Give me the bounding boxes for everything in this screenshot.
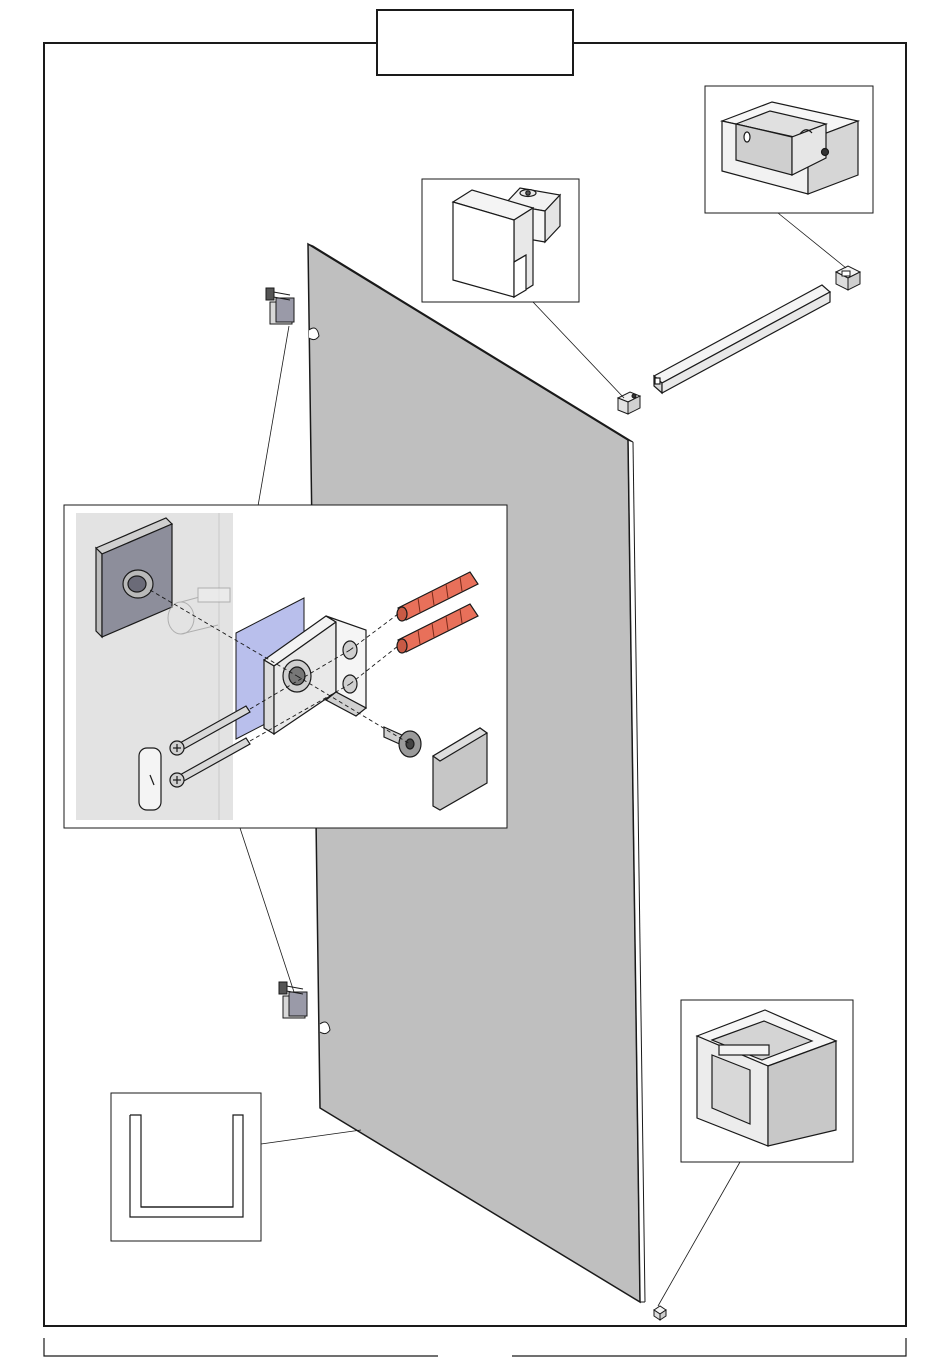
detail-bar-end-clamp — [422, 179, 579, 302]
detail-hinge-bracket — [64, 505, 507, 828]
wall-bracket-bottom — [279, 982, 307, 1018]
stabilizer-bar — [654, 285, 830, 393]
wall-bracket-top — [266, 288, 294, 324]
detail-u-channel — [111, 1093, 261, 1241]
bar-wall-bracket — [836, 266, 860, 290]
title-box — [377, 10, 573, 75]
detail-bar-wall-bracket — [705, 86, 873, 213]
corner-end-cap — [654, 1306, 666, 1320]
detail-corner-end-cap — [681, 1000, 853, 1162]
rubber-gasket — [139, 748, 161, 810]
footer-rule — [44, 1338, 906, 1356]
